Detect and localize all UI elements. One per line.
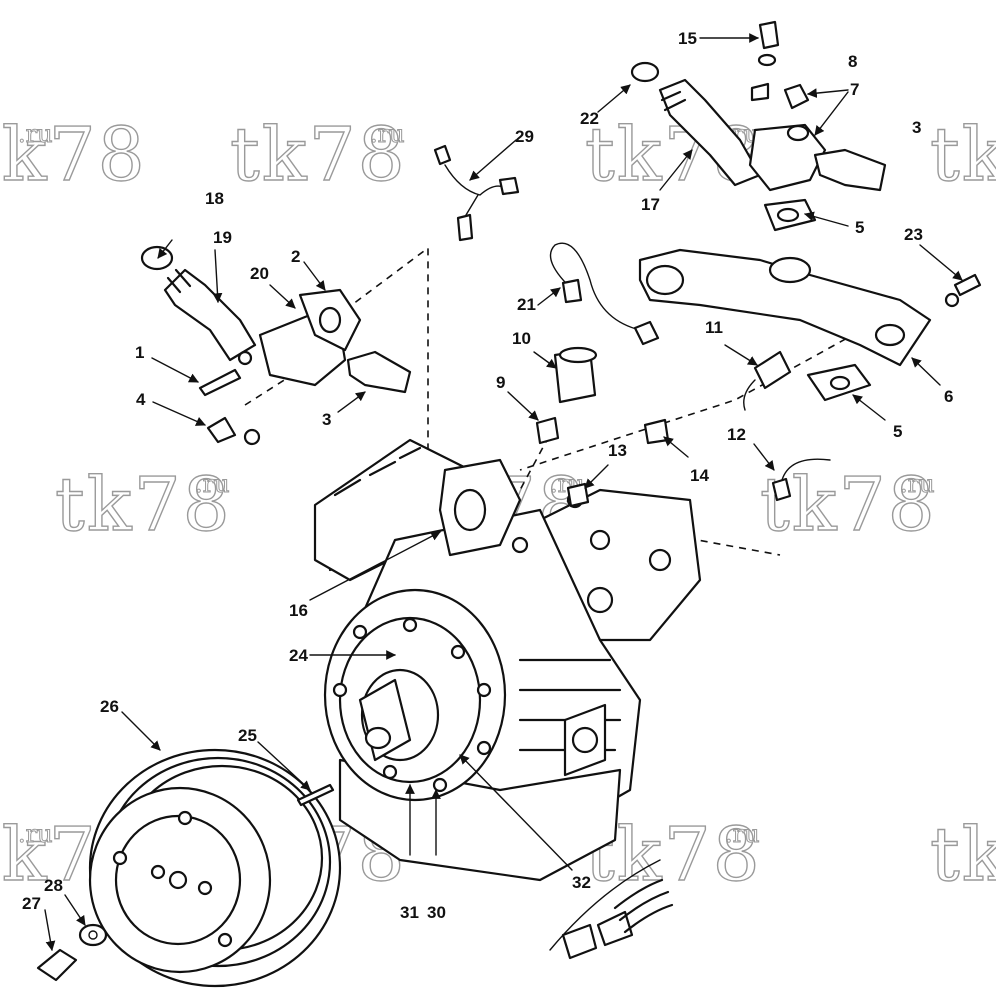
svg-text:.ru: .ru: [550, 470, 585, 498]
svg-text:.ru: .ru: [195, 470, 230, 498]
nut-3: [346, 350, 412, 394]
fitting-19: [163, 268, 257, 362]
fitting-4: [206, 416, 237, 444]
watermark-5: tk78.ru: [54, 461, 232, 548]
label-24: 24: [289, 646, 308, 665]
pulley-assembly: [36, 748, 674, 988]
svg-text:.ru: .ru: [18, 820, 53, 848]
label-19: 19: [213, 228, 232, 247]
watermark-2: tk78.ru: [229, 111, 407, 198]
label-9: 9: [496, 373, 505, 392]
left-fitting-assembly: [140, 245, 412, 446]
label-21: 21: [517, 295, 536, 314]
watermark-1: tk78.ru: [0, 111, 147, 198]
label-28: 28: [44, 876, 63, 895]
part-labels: 1 2 3 3 4 5 5 6 7 8 9 10 11 12 13 14 15 …: [22, 29, 953, 922]
label-18: 18: [205, 189, 224, 208]
label-16: 16: [289, 601, 308, 620]
leader-lines: [44, 33, 963, 951]
label-3-right: 3: [912, 118, 921, 137]
svg-text:tk78: tk78: [760, 462, 937, 548]
label-1: 1: [135, 343, 144, 362]
label-32: 32: [572, 873, 591, 892]
label-10: 10: [512, 329, 531, 348]
label-15: 15: [678, 29, 697, 48]
label-14: 14: [690, 466, 709, 485]
o-ring-18: [140, 245, 174, 271]
svg-text:.ru: .ru: [18, 120, 53, 148]
svg-text:tk78: tk78: [55, 462, 232, 548]
label-8: 8: [848, 52, 857, 71]
label-30: 30: [427, 903, 446, 922]
label-4: 4: [136, 390, 146, 409]
label-25: 25: [238, 726, 257, 745]
label-5-bottom: 5: [893, 422, 902, 441]
sensor-parts: [433, 144, 670, 508]
svg-text:tk78: tk78: [0, 112, 147, 198]
gasket-2: [298, 288, 362, 352]
label-22: 22: [580, 109, 599, 128]
watermark-11: tk78: [929, 811, 996, 898]
label-23: 23: [904, 225, 923, 244]
bolt-1: [198, 368, 242, 397]
label-31: 31: [400, 903, 419, 922]
svg-text:tk78: tk78: [930, 812, 996, 898]
svg-text:tk78: tk78: [930, 112, 996, 198]
svg-text:tk78: tk78: [230, 112, 407, 198]
label-12: 12: [727, 425, 746, 444]
compressor-body: [313, 438, 702, 882]
label-3-left: 3: [322, 410, 331, 429]
svg-text:.ru: .ru: [725, 820, 760, 848]
watermark-4: tk78: [929, 111, 996, 198]
label-27: 27: [22, 894, 41, 913]
label-20: 20: [250, 264, 269, 283]
svg-text:.ru: .ru: [370, 120, 405, 148]
label-26: 26: [100, 697, 119, 716]
label-5-top: 5: [855, 218, 864, 237]
label-6: 6: [944, 387, 953, 406]
label-29: 29: [515, 127, 534, 146]
label-11: 11: [705, 318, 723, 337]
label-13: 13: [608, 441, 627, 460]
label-7: 7: [850, 80, 859, 99]
watermark-7: tk78.ru: [759, 461, 937, 548]
svg-text:.ru: .ru: [900, 470, 935, 498]
right-fitting-assembly: [630, 20, 982, 502]
label-17: 17: [641, 195, 660, 214]
label-2: 2: [291, 247, 300, 266]
